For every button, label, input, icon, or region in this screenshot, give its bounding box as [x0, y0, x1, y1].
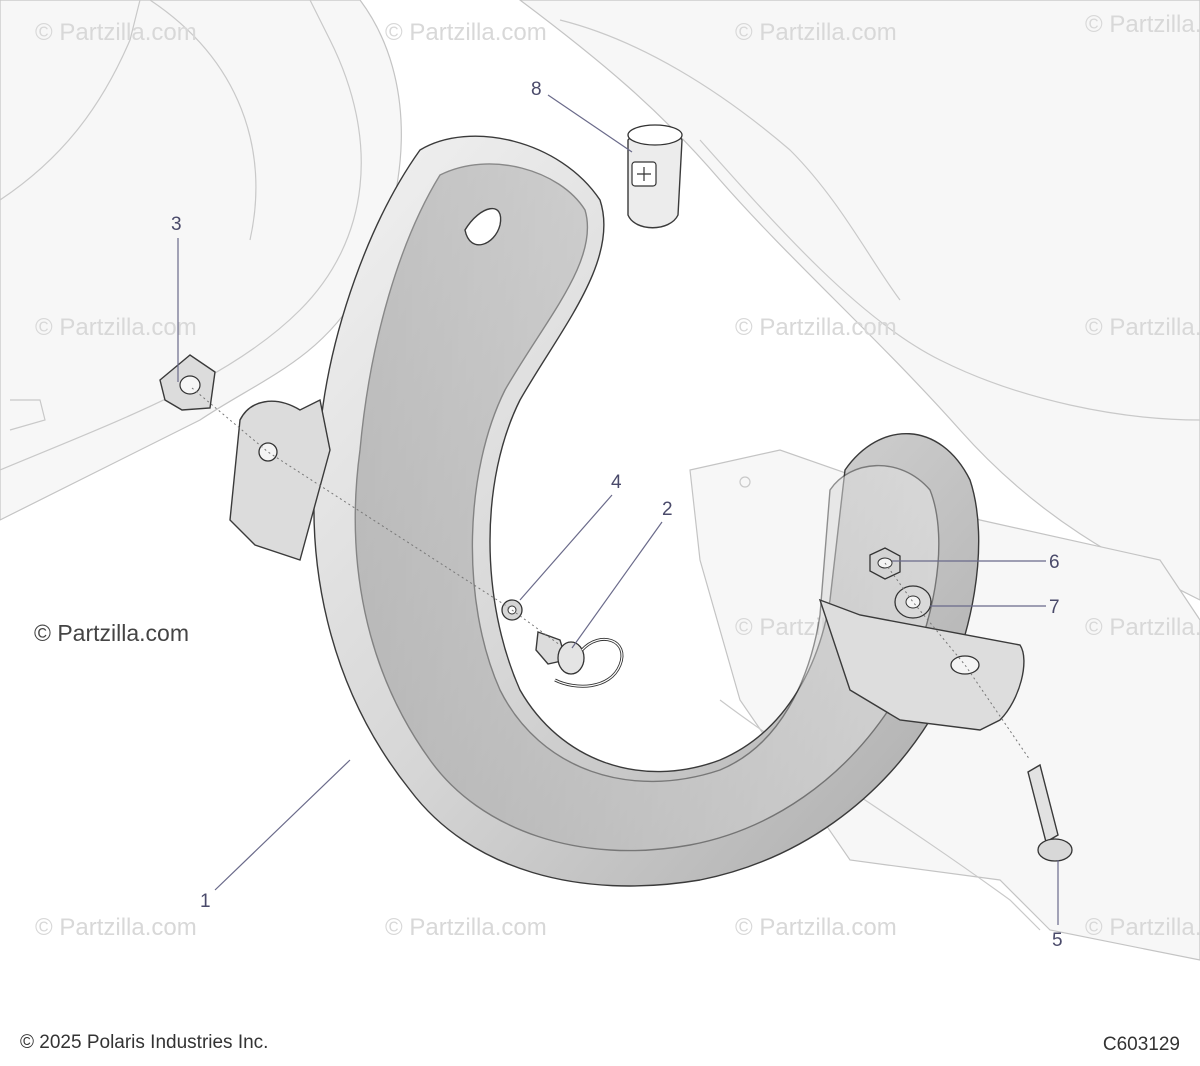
part-2-fastener — [535, 631, 624, 688]
callout-5: 5 — [1052, 930, 1063, 951]
part-5-bolt — [1027, 763, 1073, 862]
svg-text:© Partzilla.com: © Partzilla.com — [1085, 314, 1200, 341]
svg-text:© Partzilla.com: © Partzilla.com — [735, 314, 897, 341]
callout-2: 2 — [662, 499, 673, 520]
assembly-axes — [191, 387, 1031, 761]
callout-labels: 1 2 3 4 5 6 7 8 — [171, 79, 1063, 951]
callout-leaders — [177, 94, 1059, 925]
part-3-clip-nut — [159, 354, 216, 411]
svg-text:© Partzilla.com: © Partzilla.com — [1085, 614, 1200, 641]
svg-text:© Partzilla.com: © Partzilla.com — [1085, 914, 1200, 941]
callout-4: 4 — [611, 472, 622, 493]
svg-text:© Partzilla.com: © Partzilla.com — [35, 914, 197, 941]
svg-text:© Partzilla.com: © Partzilla.com — [735, 914, 897, 941]
part-1-heat-shield — [229, 135, 1025, 887]
svg-text:© Partzilla.com: © Partzilla.com — [385, 19, 547, 46]
callout-8: 8 — [531, 79, 542, 100]
watermark-grid: © Partzilla.com © Partzilla.com © Partzi… — [35, 11, 1200, 941]
partzilla-watermark: © Partzilla.com — [34, 620, 189, 646]
copyright-text: © 2025 Polaris Industries Inc. — [20, 1032, 269, 1053]
svg-text:© Partzilla.com: © Partzilla.com — [35, 19, 197, 46]
diagram-code: C603129 — [1102, 1034, 1180, 1055]
callout-6: 6 — [1049, 552, 1060, 573]
callout-1: 1 — [200, 891, 211, 912]
svg-text:© Partzilla.com: © Partzilla.com — [735, 19, 897, 46]
svg-text:© Partzilla.com: © Partzilla.com — [35, 314, 197, 341]
svg-text:© Partzilla.com: © Partzilla.com — [1085, 11, 1200, 38]
part-7-washer — [894, 585, 932, 619]
svg-text:© Partzilla.com: © Partzilla.com — [385, 914, 547, 941]
callout-7: 7 — [1049, 597, 1060, 618]
part-8-band-clamp — [627, 124, 683, 229]
callout-3: 3 — [171, 214, 182, 235]
